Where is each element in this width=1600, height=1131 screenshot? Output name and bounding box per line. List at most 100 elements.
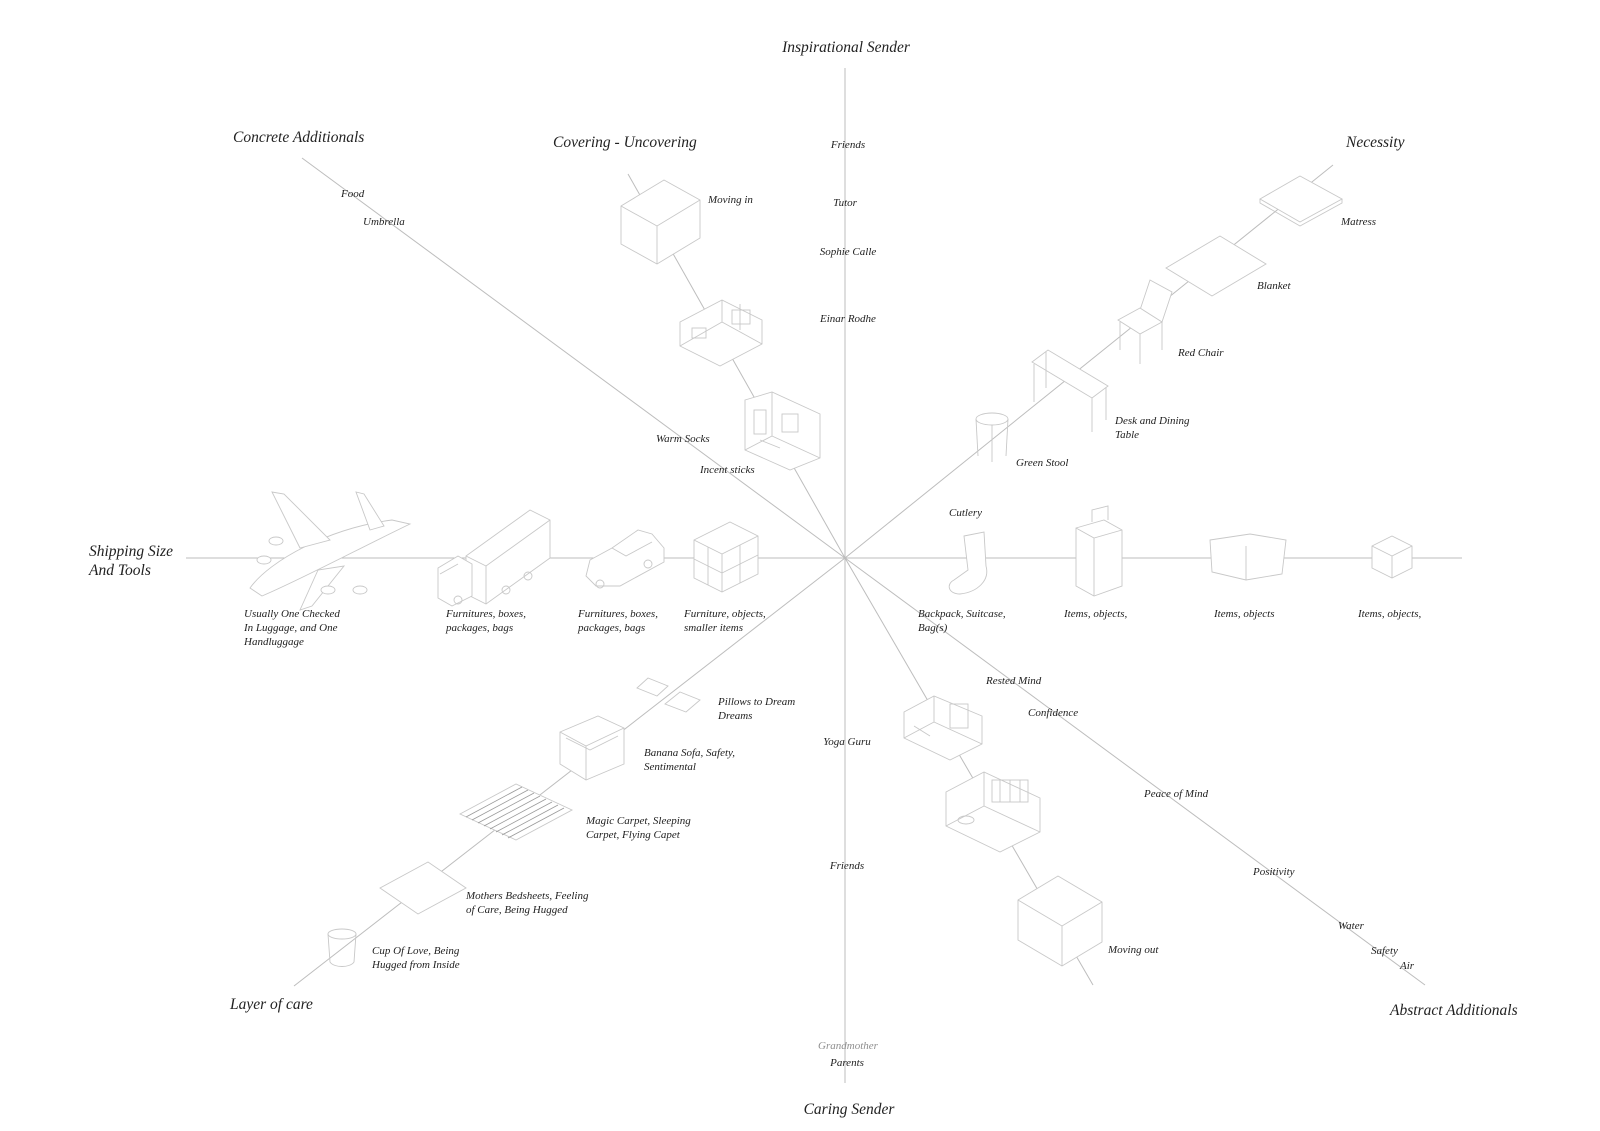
item-peace-of-mind: Peace of Mind: [1143, 788, 1209, 800]
shipping-size-title-line2: And Tools: [88, 562, 151, 579]
inspirational-sender-items: Friends Tutor Sophie Calle Einar Rodhe: [819, 139, 876, 325]
layer-of-care-items: Pillows to Dream Dreams Banana Sofa, Saf…: [327, 677, 795, 971]
truck-icon: [437, 509, 551, 607]
item-friends-bottom: Friends: [829, 860, 864, 872]
item-desk-dining-line2: Table: [1115, 429, 1139, 441]
banana-sofa-icon: [559, 715, 625, 781]
gift-box-icon: [1371, 535, 1413, 579]
necessity-title: Necessity: [1345, 134, 1405, 151]
item-grandmother: Grandmother: [818, 1040, 879, 1052]
item-cup-line2: Hugged from Inside: [371, 959, 460, 971]
item-airplane-line3: Handluggage: [243, 636, 304, 648]
item-sofa-line1: Banana Sofa, Safety,: [644, 747, 735, 759]
item-boxes-line2: smaller items: [684, 622, 743, 634]
item-rested-mind: Rested Mind: [985, 675, 1042, 687]
item-airplane-line2: In Luggage, and One: [243, 622, 338, 634]
item-sofa-line2: Sentimental: [644, 761, 696, 773]
item-cup-line1: Cup Of Love, Being: [372, 945, 460, 957]
shipping-size-title-line1: Shipping Size: [89, 543, 173, 560]
axis-line-concrete-additionals: [301, 157, 846, 559]
inspirational-sender-title: Inspirational Sender: [781, 39, 911, 56]
item-einar-rodhe: Einar Rodhe: [819, 313, 876, 325]
item-friends-top: Friends: [830, 139, 865, 151]
item-water: Water: [1338, 920, 1365, 932]
necessity-items: Matress Blanket Red Chair Desk and Dinin…: [949, 175, 1376, 519]
item-parents: Parents: [829, 1057, 864, 1069]
sock-icon: [948, 531, 988, 595]
item-cutlery: Cutlery: [949, 507, 982, 519]
abstract-additionals-items: Rested Mind Confidence Peace of Mind Pos…: [985, 675, 1415, 972]
concrete-additionals-title: Concrete Additionals: [233, 129, 364, 146]
item-incent-sticks: Incent sticks: [699, 464, 755, 476]
layer-of-care-title: Layer of care: [229, 996, 313, 1013]
item-bedsheets-line1: Mothers Bedsheets, Feeling: [465, 890, 589, 902]
airplane-icon: [249, 491, 412, 611]
item-airplane-line1: Usually One Checked: [244, 608, 340, 620]
pillows-icon: [636, 677, 701, 713]
boxes-icon: [693, 521, 759, 593]
item-truck-line2: packages, bags: [445, 622, 513, 634]
furnished-room-icon-1: [679, 299, 763, 367]
item-pillows-line2: Dreams: [717, 710, 752, 722]
item-carpet-line2: Carpet, Flying Capet: [586, 829, 681, 841]
item-air: Air: [1399, 960, 1415, 972]
item-bag-label: Items, objects: [1213, 608, 1274, 620]
bag-icon: [1209, 533, 1287, 581]
green-stool-icon: [975, 412, 1009, 462]
car-icon: [585, 529, 665, 589]
item-gift-box-label: Items, objects,: [1357, 608, 1421, 620]
item-boxes-line1: Furniture, objects,: [683, 608, 766, 620]
item-car-line1: Furnitures, boxes,: [577, 608, 658, 620]
item-blanket: Blanket: [1257, 280, 1292, 292]
furnished-room-icon-3: [903, 695, 983, 761]
magic-carpet-icon: [458, 783, 574, 841]
item-red-chair: Red Chair: [1177, 347, 1224, 359]
matress-icon: [1259, 175, 1343, 227]
covering-uncovering-items: Moving in: [620, 179, 821, 471]
red-chair-icon: [1117, 279, 1173, 364]
moving-out-items: Moving out: [903, 695, 1159, 967]
item-pillows-line1: Pillows to Dream: [717, 696, 795, 708]
item-bedsheets-line2: of Care, Being Hugged: [466, 904, 568, 916]
item-sophie-calle: Sophie Calle: [820, 246, 877, 258]
furnished-room-icon-4: [945, 771, 1041, 853]
bedsheet-icon: [379, 861, 467, 915]
axis-line-abstract-additionals: [844, 557, 1426, 986]
shipping-size-items: Usually One Checked In Luggage, and One …: [243, 491, 1421, 648]
item-suitcase-label: Items, objects,: [1063, 608, 1127, 620]
item-tutor: Tutor: [833, 197, 858, 209]
desk-icon: [1031, 349, 1109, 432]
concrete-additionals-items: Food Umbrella Warm Socks Incent sticks: [340, 188, 755, 476]
item-yoga-guru: Yoga Guru: [823, 736, 871, 748]
item-car-line2: packages, bags: [577, 622, 645, 634]
item-desk-dining-line1: Desk and Dining: [1114, 415, 1190, 427]
abstract-additionals-title: Abstract Additionals: [1389, 1002, 1518, 1019]
item-food: Food: [340, 188, 365, 200]
item-backpack-line2: Bag(s): [918, 622, 948, 634]
item-green-stool: Green Stool: [1016, 457, 1068, 469]
item-backpack-line1: Backpack, Suitcase,: [918, 608, 1006, 620]
item-safety: Safety: [1371, 945, 1398, 957]
empty-box-icon: [620, 179, 701, 265]
item-moving-out: Moving out: [1107, 944, 1159, 956]
furnished-room-icon-2: [744, 391, 821, 471]
cup-icon: [327, 928, 357, 967]
caring-sender-title: Caring Sender: [804, 1101, 896, 1118]
item-warm-socks: Warm Socks: [656, 433, 710, 445]
axis-line-layer-of-care: [293, 557, 846, 987]
axis-line-necessity: [844, 164, 1334, 559]
item-positivity: Positivity: [1252, 866, 1295, 878]
axis-titles: Inspirational Sender Caring Sender Concr…: [88, 39, 1518, 1118]
empty-box-icon-2: [1017, 875, 1103, 967]
item-moving-in: Moving in: [707, 194, 753, 206]
item-carpet-line1: Magic Carpet, Sleeping: [585, 815, 691, 827]
item-truck-line1: Furnitures, boxes,: [445, 608, 526, 620]
item-matress: Matress: [1340, 216, 1376, 228]
suitcase-icon: [1075, 505, 1123, 597]
blanket-icon: [1165, 235, 1267, 297]
item-confidence: Confidence: [1028, 707, 1078, 719]
caring-sender-items: Yoga Guru Friends Grandmother Parents: [818, 736, 879, 1069]
covering-uncovering-title: Covering - Uncovering: [553, 134, 697, 151]
item-umbrella: Umbrella: [363, 216, 405, 228]
